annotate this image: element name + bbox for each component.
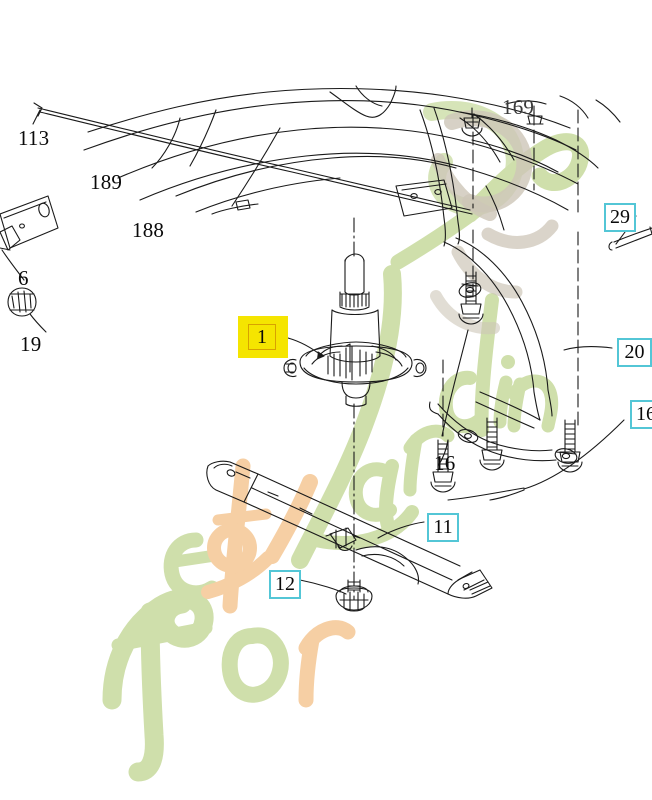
leader-19 <box>29 313 47 333</box>
leader-113 <box>32 109 41 125</box>
part-1-spindle-assembly <box>283 253 427 407</box>
part-20-support-arm <box>419 107 578 464</box>
leader-16-right-main <box>523 419 625 490</box>
callout-169[interactable]: 169 <box>502 95 535 119</box>
leader-6 <box>1 249 25 281</box>
callout-113[interactable]: 113 <box>18 126 50 150</box>
leader-12 <box>299 579 347 595</box>
part-16-bolts <box>430 105 583 493</box>
callout-16-right[interactable]: 16 <box>630 400 652 429</box>
callout-189[interactable]: 189 <box>90 170 123 194</box>
callout-19[interactable]: 19 <box>20 332 42 356</box>
part-6-bracket <box>0 195 59 251</box>
callout-1-highlighted[interactable]: 1 <box>238 316 288 358</box>
part-113-rod <box>33 102 473 215</box>
leader-189 <box>151 117 181 169</box>
part-19-nut <box>7 287 37 317</box>
leader-16-left-b <box>441 329 469 437</box>
alignment-guides <box>442 109 579 437</box>
callout-16-left[interactable]: 16 <box>434 451 456 475</box>
callout-20[interactable]: 20 <box>617 338 652 367</box>
part-12-blade-bolt <box>335 579 373 612</box>
mower-deck-outline <box>83 85 621 217</box>
leader-11 <box>377 521 425 539</box>
leader-16-right-a <box>489 489 525 501</box>
callout-29[interactable]: 29 <box>604 203 636 232</box>
leader-16-left-a <box>437 439 449 467</box>
callout-1-label: 1 <box>257 326 267 348</box>
callout-6[interactable]: 6 <box>18 266 29 290</box>
leader-20 <box>563 346 613 351</box>
callout-11[interactable]: 11 <box>427 513 459 542</box>
leader-16-right-b <box>447 487 525 501</box>
leader-188 <box>231 127 281 207</box>
callout-188[interactable]: 188 <box>132 218 165 242</box>
part-11-blade <box>206 460 493 599</box>
callout-12[interactable]: 12 <box>269 570 301 599</box>
part-29-pin <box>608 226 652 251</box>
callout-1-inner-box: 1 <box>248 324 276 350</box>
